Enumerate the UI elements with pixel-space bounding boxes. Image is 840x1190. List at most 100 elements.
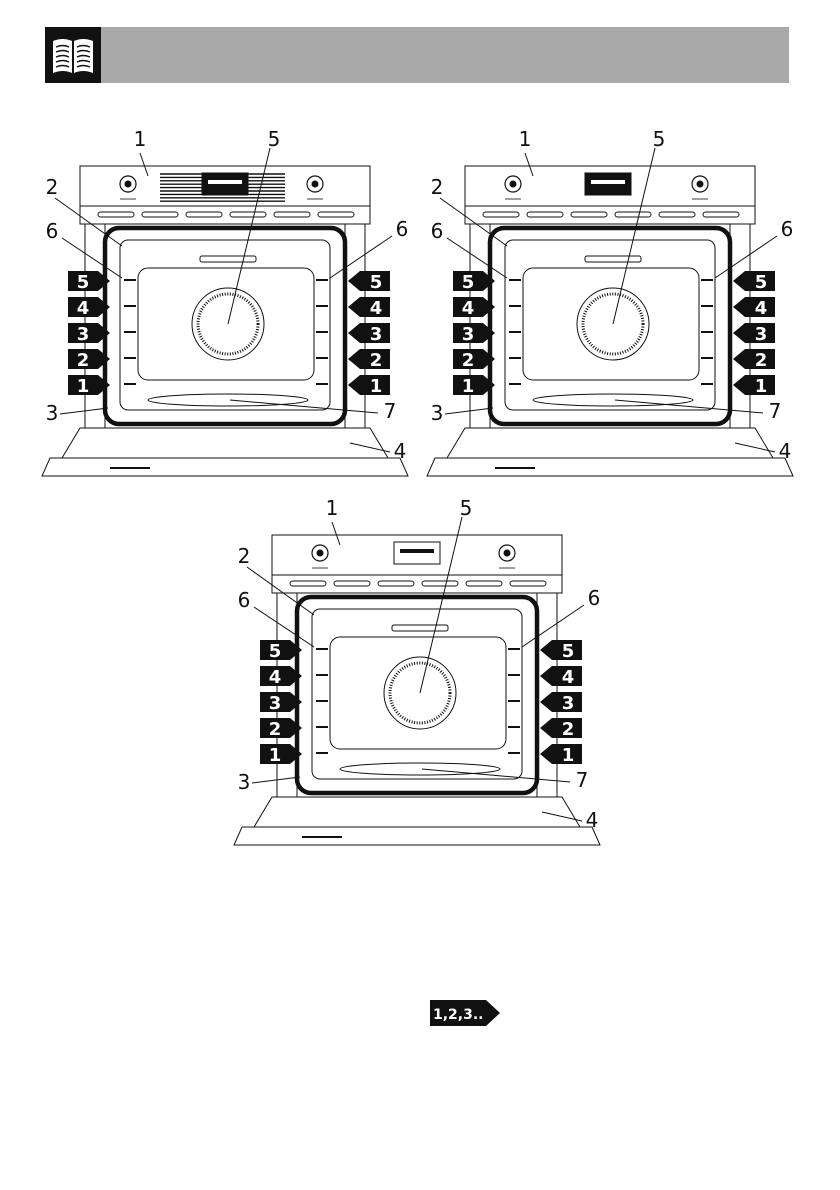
leader-1 [139,152,149,177]
shelf-level-left: 1 [269,745,282,766]
shelf-tag-right [348,375,390,395]
leader-6-right [521,604,585,648]
shelf-tag-right [540,744,582,764]
shelf-level-left: 2 [462,350,475,371]
shelf-tag-right [348,271,390,291]
bottom-element [532,393,694,407]
shelf-tag-right [348,297,390,317]
top-lamp [391,624,449,632]
leader-6-left [446,237,508,279]
shelf-tag-right [733,297,775,317]
callout-2: 2 [431,175,444,199]
vent-slot [97,211,135,218]
callout-3: 3 [46,401,59,425]
vent-slot [614,211,652,218]
oven-door [61,427,389,459]
leader-7 [421,768,571,783]
leader-6-left [253,606,315,648]
shelf-tag-right [733,271,775,291]
callout-2: 2 [46,175,59,199]
vent-slot [702,211,740,218]
shelf-level-right: 2 [755,350,768,371]
shelf-level-right: 3 [370,324,383,345]
vent-slot [229,211,267,218]
top-lamp [584,255,642,263]
door-glass [426,457,794,477]
leader-6-right [714,235,778,279]
shelf-level-right: 4 [562,667,575,688]
bottom-element [147,393,309,407]
leader-7 [229,399,379,414]
manual-book-icon [45,27,101,83]
callout-6-right: 6 [781,217,794,241]
shelf-tag-right [348,349,390,369]
callout-7: 7 [576,768,589,792]
leader-1 [331,521,341,546]
callout-5: 5 [653,128,666,151]
callout-1: 1 [134,128,147,151]
callout-6-right: 6 [396,217,409,241]
leader-3 [444,407,494,415]
shelf-tag-right [540,640,582,660]
shelf-level-left: 4 [269,667,282,688]
callout-1: 1 [326,497,339,520]
display-digits [591,180,625,184]
sequence-label: 1,2,3.. [433,1007,484,1023]
shelf-tag-left [68,349,110,369]
shelf-tag-left [68,297,110,317]
bottom-element [339,762,501,776]
leader-5 [227,147,271,325]
knob-right-center [311,180,319,188]
numbered-sequence-arrow-icon: 1,2,3.. [430,1000,500,1026]
callout-6-left: 6 [238,588,251,612]
shelf-tag-left [260,640,302,660]
callout-leaders [246,516,585,822]
oven-drawing [426,165,794,477]
shelf-level-left: 2 [77,350,90,371]
shelf-level-right: 4 [370,298,383,319]
shelf-level-right: 1 [755,376,768,397]
vent-slot [377,580,415,587]
callout-6-left: 6 [46,219,59,243]
display-digits [208,180,242,184]
vent-slot [526,211,564,218]
callout-1: 1 [519,128,532,151]
shelf-level-left: 3 [77,324,90,345]
shelf-level-right: 3 [562,693,575,714]
callout-6-left: 6 [431,219,444,243]
shelf-tag-left [453,323,495,343]
callout-4: 4 [586,808,599,832]
vent-strip [271,574,563,594]
shelf-tag-left [453,349,495,369]
shelf-tag-left [260,666,302,686]
shelf-level-right: 5 [370,272,383,293]
vent-strip [79,205,371,225]
shelf-tag-left [260,744,302,764]
callout-3: 3 [431,401,444,425]
shelf-level-left: 2 [269,719,282,740]
shelf-level-left: 5 [77,272,90,293]
leader-5 [612,147,656,325]
callout-7: 7 [384,399,397,423]
shelf-level-left: 5 [269,641,282,662]
shelf-tag-right [540,692,582,712]
top-lamp [199,255,257,263]
shelf-level-left: 3 [269,693,282,714]
leader-1 [524,152,534,177]
vent-slot [317,211,355,218]
vent-slot [482,211,520,218]
shelf-level-left: 1 [77,376,90,397]
header-bar [45,27,789,83]
oven-drawing [233,534,601,846]
callout-5: 5 [460,497,473,520]
callout-4: 4 [394,439,407,463]
callout-5: 5 [268,128,281,151]
shelf-level-left: 4 [77,298,90,319]
shelf-tag-right [733,323,775,343]
shelf-tag-left [68,323,110,343]
shelf-level-left: 3 [462,324,475,345]
oven-door [253,796,581,828]
